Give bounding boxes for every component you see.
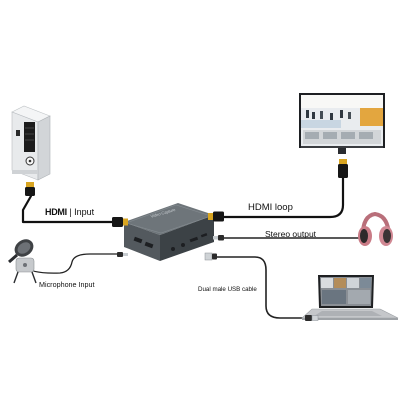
monitor-icon — [299, 93, 385, 154]
microphone-input-label: Microphone Input — [39, 280, 95, 289]
usb-plug-laptop-icon — [305, 315, 319, 321]
hdmi-input-text: Input — [74, 207, 95, 217]
usb-cable-label: Dual male USB cable — [198, 286, 257, 293]
hdmi-loop-cable — [220, 176, 345, 219]
hdmi-plug-input-icon — [112, 217, 128, 227]
laptop-icon — [301, 275, 399, 320]
pc-tower-icon — [11, 105, 51, 181]
cables — [21, 176, 359, 319]
hdmi-plug-monitor-icon — [338, 159, 348, 178]
stereo-jack-icon — [213, 235, 224, 241]
headphones-icon — [358, 211, 393, 246]
usb-plug-device-icon — [204, 252, 217, 261]
hdmi-loop-label: HDMI loop — [248, 202, 293, 213]
stereo-output-label: Stereo output — [265, 229, 317, 239]
mic-jack-icon — [117, 252, 128, 257]
usb-cable — [213, 256, 307, 319]
hdmi-logo-text: HDMI — [45, 207, 67, 217]
capture-device-icon — [124, 203, 214, 261]
hdmi-plug-pc-icon — [25, 182, 35, 196]
hdmi-input-label: HDMI | Input — [45, 207, 95, 217]
microphone-icon — [8, 239, 37, 284]
hdmi-plug-loop-icon — [208, 211, 224, 222]
hdmi-input-cable — [21, 194, 115, 224]
microphone-cable — [25, 253, 124, 274]
